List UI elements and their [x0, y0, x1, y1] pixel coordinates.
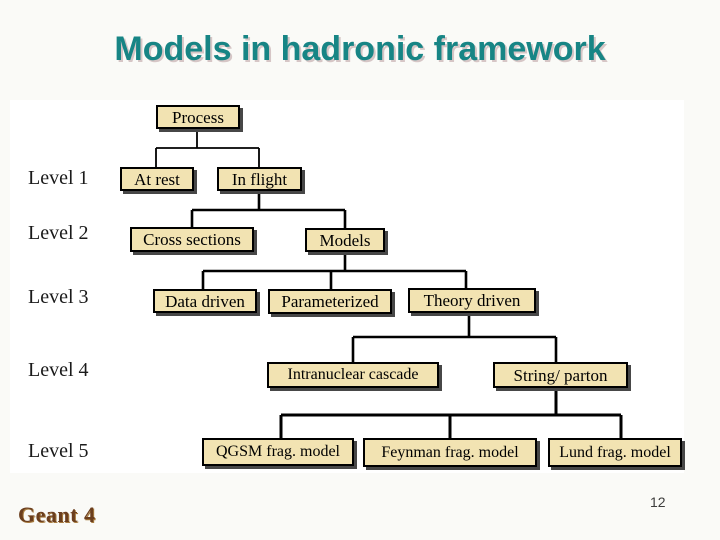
node-in-flight: In flight — [217, 167, 302, 191]
node-intranuclear-cascade: Intranuclear cascade — [267, 362, 439, 388]
level-label-4: Level 4 — [28, 359, 89, 381]
node-qgsm-frag-model: QGSM frag. model — [202, 438, 354, 466]
node-data-driven: Data driven — [153, 289, 257, 313]
level-label-3: Level 3 — [28, 286, 89, 308]
node-feynman-frag-model: Feynman frag. model — [363, 438, 537, 467]
node-parameterized: Parameterized — [268, 289, 392, 314]
node-models: Models — [305, 228, 385, 252]
level-label-1: Level 1 — [28, 167, 89, 189]
page-number: 12 — [650, 494, 666, 510]
node-lund-frag-model: Lund frag. model — [548, 438, 682, 467]
node-at-rest: At rest — [120, 167, 194, 191]
diagram-panel — [10, 100, 684, 473]
level-label-5: Level 5 — [28, 440, 89, 462]
level-label-2: Level 2 — [28, 222, 89, 244]
geant4-logo: Geant 4 — [18, 502, 96, 527]
node-cross-sections: Cross sections — [130, 227, 254, 252]
slide-title: Models in hadronic framework — [114, 30, 606, 68]
node-theory-driven: Theory driven — [408, 288, 536, 313]
node-process: Process — [156, 105, 240, 129]
node-string-parton: String/ parton — [493, 362, 628, 388]
